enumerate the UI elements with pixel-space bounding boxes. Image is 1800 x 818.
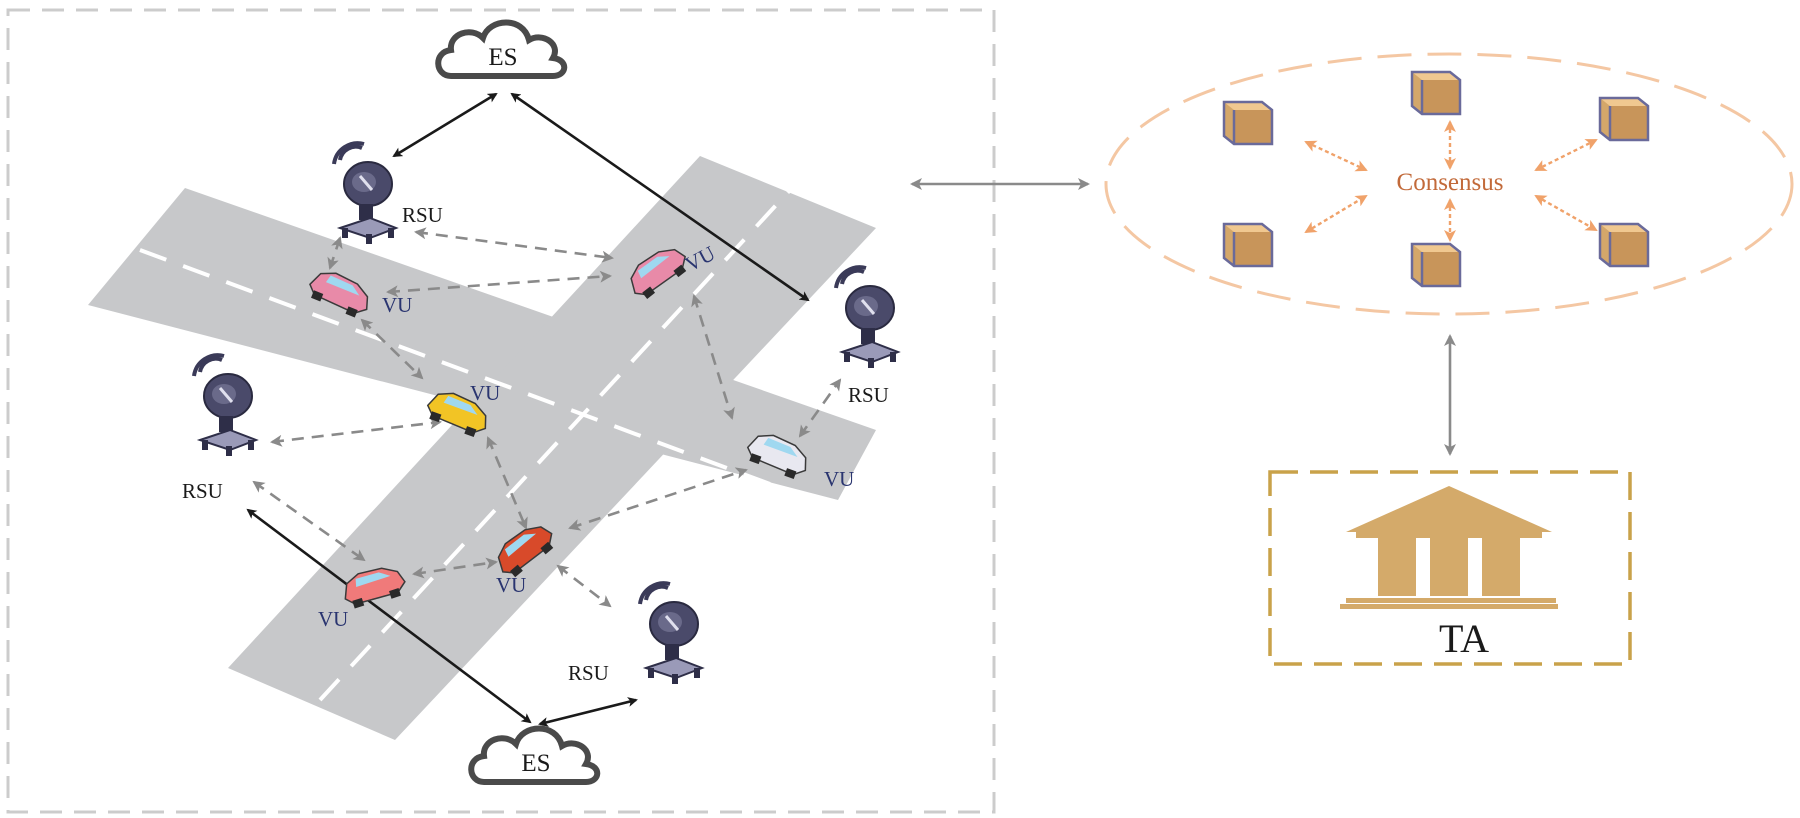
ta-frame — [1268, 470, 1632, 666]
consensus-label: Consensus — [1397, 169, 1504, 196]
ta-label: TA — [1439, 616, 1489, 661]
block-top-left — [1222, 100, 1274, 146]
block-bottom-center — [1410, 242, 1462, 288]
block-icon — [1598, 96, 1650, 142]
block-top-center — [1410, 70, 1462, 116]
rsu-left — [192, 353, 258, 458]
es-links — [246, 92, 810, 727]
rsu-label-top: RSU — [402, 203, 443, 227]
vu-label-4: VU — [824, 467, 854, 491]
rsu-antenna-icon — [834, 265, 900, 370]
rsu-label-right: RSU — [848, 383, 889, 407]
block-bottom-left — [1222, 222, 1274, 268]
block-icon — [1410, 242, 1462, 288]
rsu-top — [332, 141, 398, 246]
es-cloud-top: ES — [438, 23, 564, 77]
rsu-label-left: RSU — [182, 479, 223, 503]
vehicular-network-frame — [6, 8, 996, 814]
es-label-bottom: ES — [521, 750, 550, 777]
rsu-bottom — [638, 581, 704, 686]
bank-building-icon — [1340, 486, 1558, 609]
consensus-ring — [1104, 52, 1794, 316]
es-cloud-bottom: ES — [471, 729, 597, 783]
rsu-antenna-icon — [638, 581, 704, 686]
rsu-label-bottom: RSU — [568, 661, 609, 685]
block-icon — [1222, 100, 1274, 146]
rsu-antenna-icon — [332, 141, 398, 246]
block-icon — [1598, 222, 1650, 268]
vu-label-1: VU — [382, 293, 412, 317]
rsu-antenna-icon — [192, 353, 258, 458]
vu-label-3: VU — [470, 381, 500, 405]
consensus-arrows — [1304, 120, 1598, 242]
block-top-right — [1598, 96, 1650, 142]
block-icon — [1410, 70, 1462, 116]
lane-marking-horizontal — [139, 248, 841, 512]
block-bottom-right — [1598, 222, 1650, 268]
vu-label-5: VU — [496, 573, 526, 597]
block-icon — [1222, 222, 1274, 268]
es-label-top: ES — [488, 44, 517, 71]
vu-label-6: VU — [318, 607, 348, 631]
rsu-right — [834, 265, 900, 370]
